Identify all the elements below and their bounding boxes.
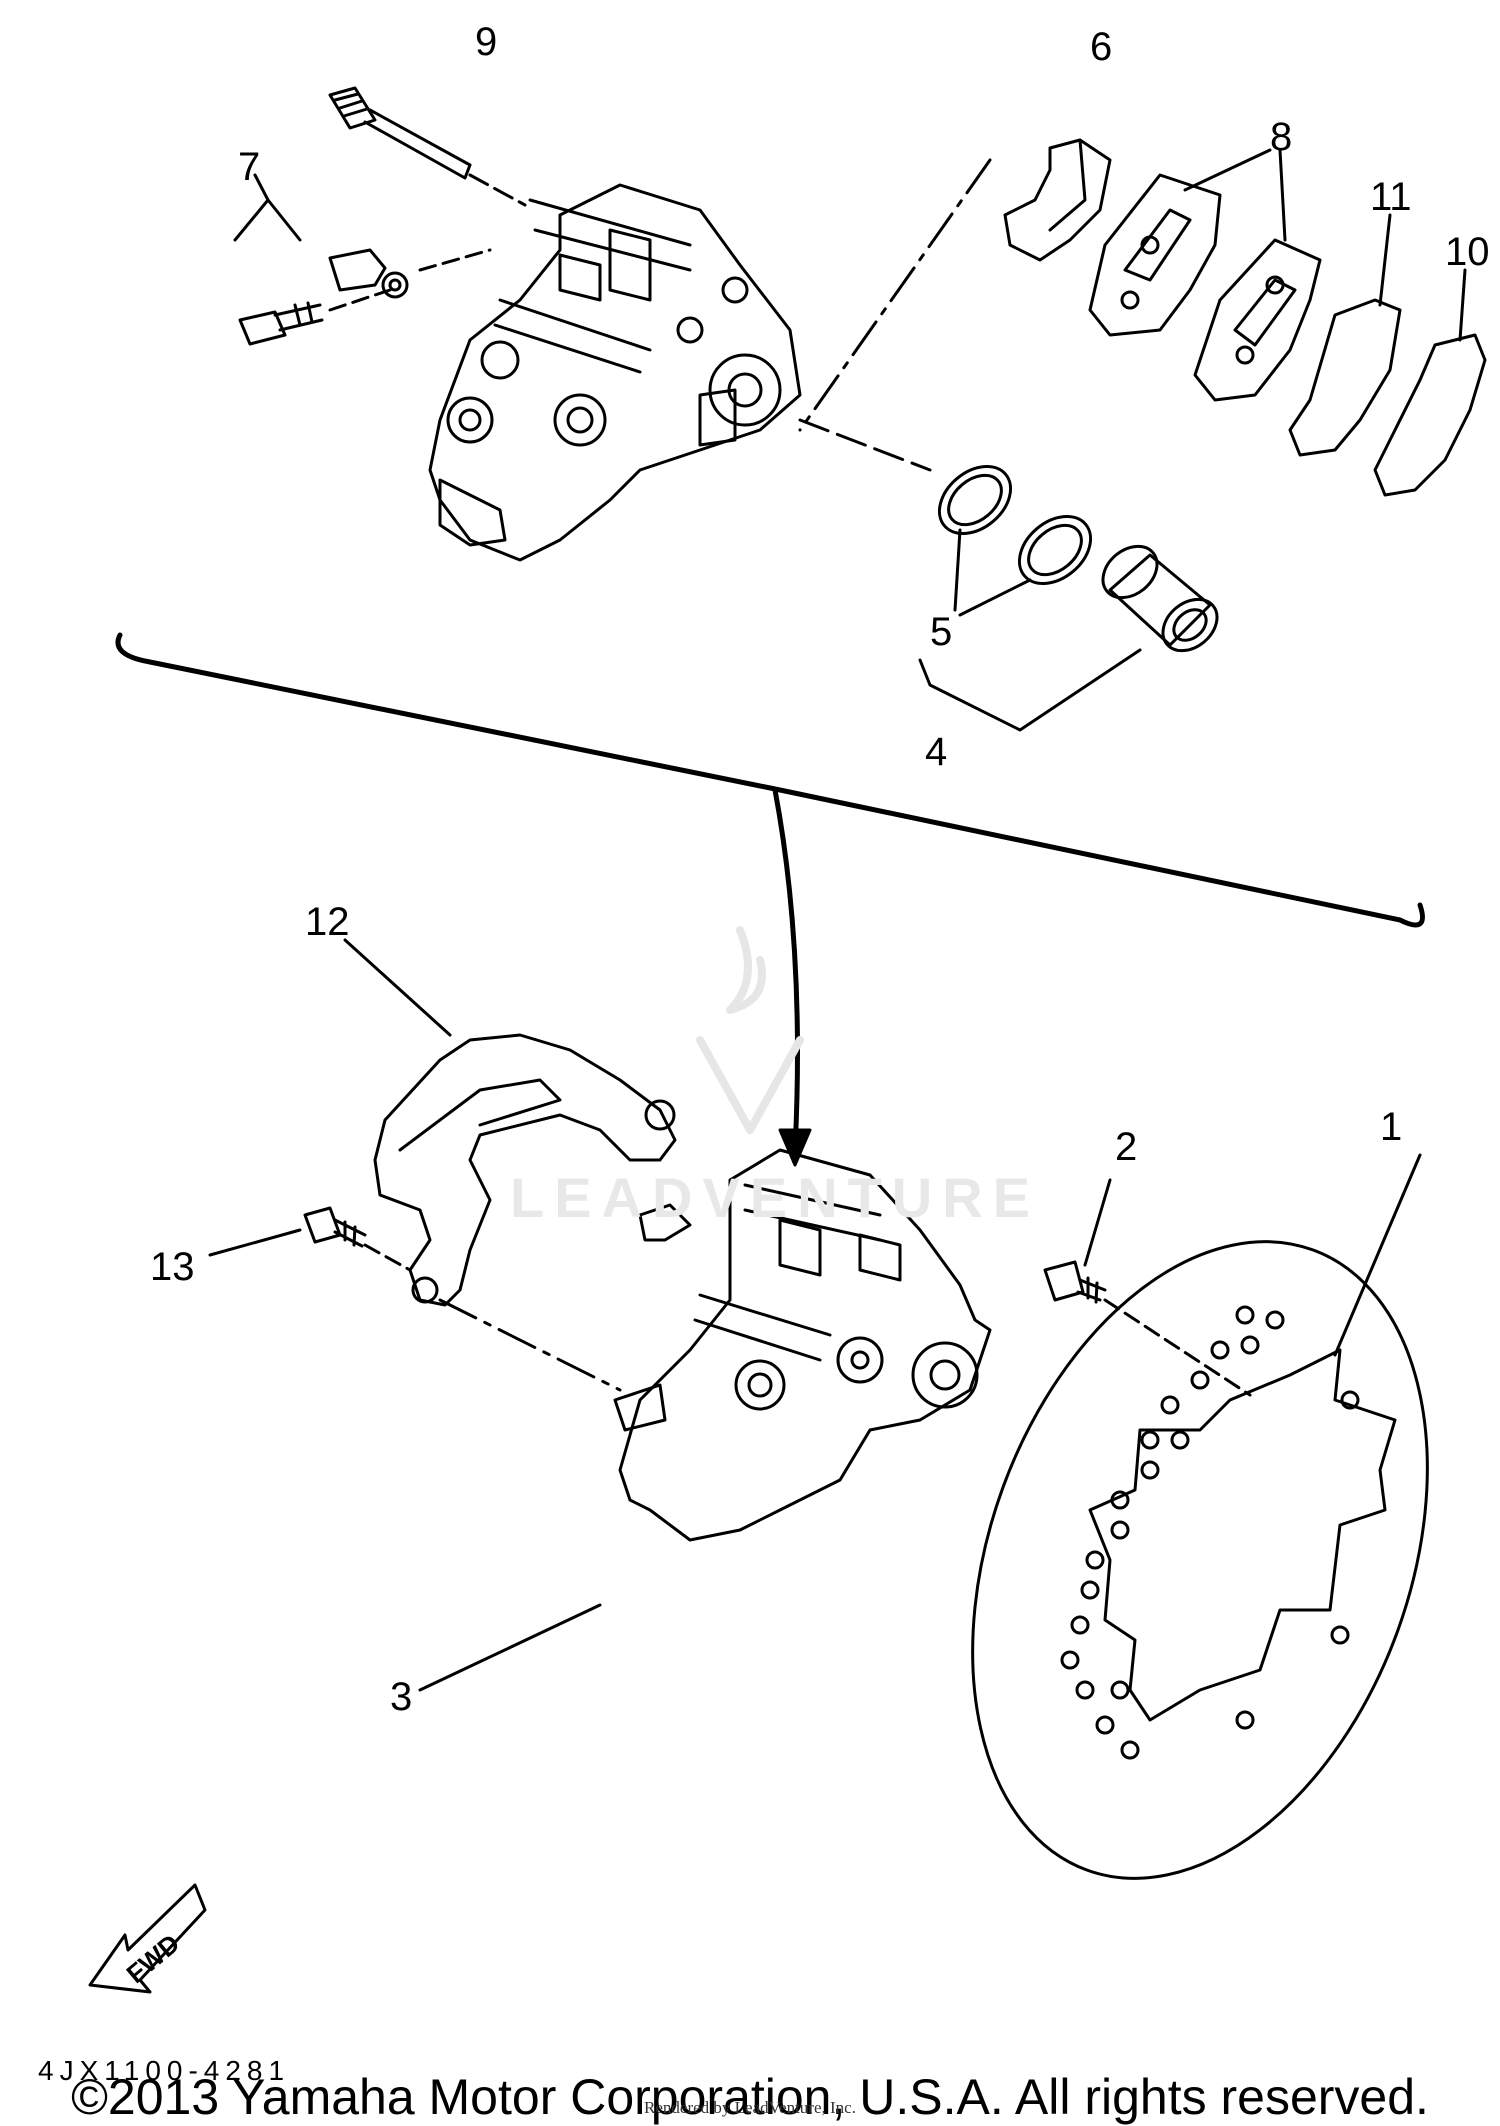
label-part-5: 5 [930, 610, 952, 654]
caliper-upper [428, 183, 802, 562]
brake-pad-rear [1193, 238, 1322, 402]
label-part-11: 11 [1370, 175, 1412, 219]
fwd-label: FWD [121, 1928, 186, 1989]
label-part-13: 13 [150, 1245, 195, 1289]
label-part-4: 4 [925, 730, 947, 774]
fwd-arrow-icon [88, 1883, 207, 1994]
assembly-arrow-line [772, 787, 800, 1153]
pad-pin [328, 86, 527, 207]
piston [918, 544, 1219, 732]
caliper-bracket [343, 938, 677, 1307]
label-part-3: 3 [390, 1675, 412, 1719]
piston-seals [798, 418, 1093, 617]
label-part-10: 10 [1445, 230, 1490, 274]
copyright-notice: ©2013 Yamaha Motor Corporation, U.S.A. A… [71, 2069, 1429, 2125]
leader-11 [1378, 213, 1392, 307]
label-part-1: 1 [1380, 1105, 1402, 1149]
watermark-logo [696, 926, 804, 1134]
brake-pad-front [1088, 173, 1222, 337]
watermark-text: LEADVENTURE [510, 1166, 1041, 1229]
bleed-screw-set [233, 173, 492, 346]
assembly-arrowhead [778, 1128, 812, 1167]
disc-bolt [1043, 1178, 1252, 1397]
leader-10 [1458, 268, 1467, 342]
label-part-6: 6 [1090, 25, 1112, 69]
bracket-bolt [208, 1206, 622, 1392]
label-part-12: 12 [305, 900, 350, 944]
label-part-7: 7 [238, 145, 260, 189]
label-part-2: 2 [1115, 1125, 1137, 1169]
label-part-9: 9 [475, 20, 497, 64]
pad-shim-11 [1288, 298, 1402, 457]
pad-shim-10 [1373, 333, 1487, 497]
pad-spring [798, 138, 1112, 432]
brake-disc [971, 1153, 1429, 1880]
label-part-8: 8 [1270, 115, 1292, 159]
assembly-bracket-line [115, 632, 1425, 928]
leader-8 [1183, 148, 1287, 242]
caliper-lower [418, 1148, 992, 1692]
diagram-code: 4JX1100-4281 [38, 2055, 291, 2086]
rendered-by-note: Rendered by LeadVenture, Inc. [644, 2098, 856, 2117]
